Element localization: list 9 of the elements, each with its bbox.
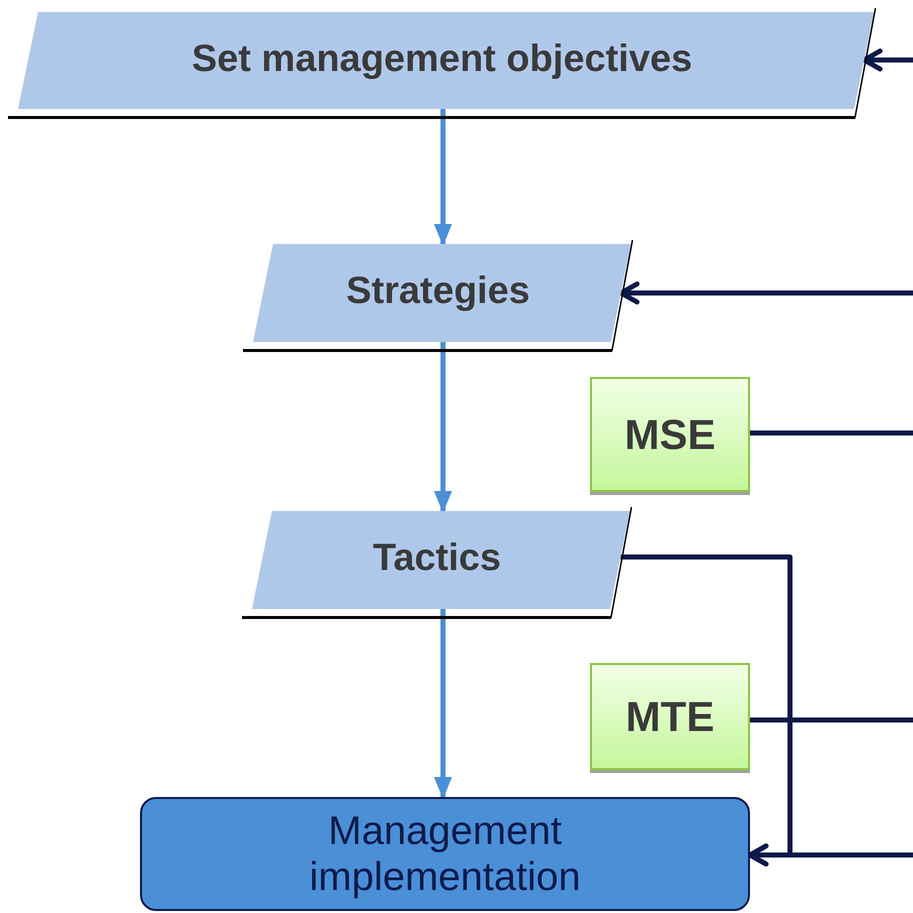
arrow <box>748 844 913 866</box>
arrow <box>862 48 913 72</box>
arrow <box>434 342 452 513</box>
process-box: MSE <box>590 377 750 492</box>
arrow <box>618 282 913 304</box>
arrow <box>434 109 452 246</box>
process-box: MTE <box>590 663 750 770</box>
arrow <box>434 609 452 799</box>
rounded-box: Management implementation <box>140 797 750 911</box>
